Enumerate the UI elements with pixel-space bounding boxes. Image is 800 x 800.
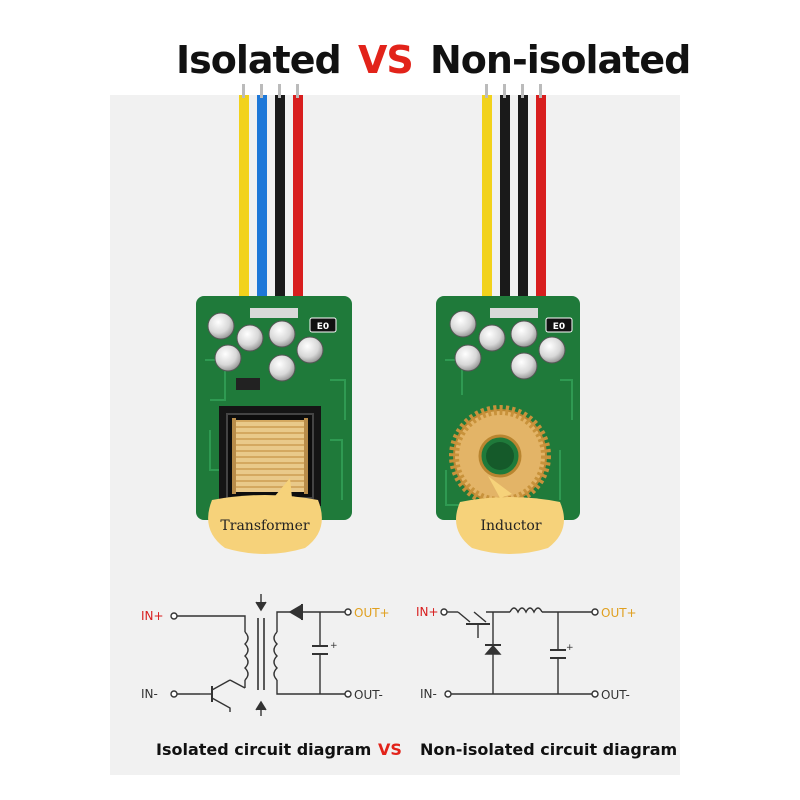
inductor-coil	[509, 607, 543, 614]
out-minus-label: OUT-	[354, 688, 383, 702]
out-plus-label: OUT+	[601, 606, 637, 620]
non-isolated-module: E0 Inductor	[436, 84, 580, 554]
isolated-title: Isolated	[176, 38, 342, 82]
board-marking: E0	[317, 322, 329, 332]
board-marking: E0	[553, 322, 565, 332]
out-minus-label: OUT-	[601, 688, 630, 702]
isolated-schematic: IN+ IN-	[141, 594, 390, 716]
isolated-caption: Isolated circuit diagram	[156, 740, 372, 759]
board-marking-badge	[309, 317, 337, 333]
board-marking-badge	[545, 317, 573, 333]
toroid-inductor-icon	[449, 405, 551, 507]
wire-bundle-icon	[482, 84, 546, 313]
non-isolated-caption: Non-isolated circuit diagram	[420, 740, 678, 759]
diode-icon	[288, 603, 303, 621]
non-isolated-title: Non-isolated	[430, 38, 691, 82]
non-isolated-schematic: IN+ IN- +	[416, 605, 637, 702]
wire-black-2	[518, 95, 528, 313]
wire-yellow	[482, 95, 492, 313]
in-minus-label: IN-	[141, 687, 158, 701]
caption-vs: VS	[378, 740, 402, 759]
transistor-icon	[200, 679, 246, 712]
component-label-bubble: Transformer	[208, 478, 322, 554]
wire-black	[500, 95, 510, 313]
in-plus-label: IN+	[416, 605, 439, 619]
wire-black	[275, 95, 285, 313]
component-label-bubble: Inductor	[456, 476, 564, 554]
svg-text:+: +	[330, 641, 338, 651]
isolated-module: E0 Transformer	[196, 84, 352, 554]
transformer-label: Transformer	[220, 518, 309, 534]
wire-connector	[490, 308, 538, 318]
wire-red	[536, 95, 546, 313]
in-minus-label: IN-	[420, 687, 437, 701]
wire-yellow	[239, 95, 249, 313]
inductor-label: Inductor	[480, 518, 541, 534]
in-plus-label: IN+	[141, 609, 164, 623]
capacitor-icon	[207, 312, 324, 382]
capacitor-icon	[449, 310, 566, 380]
vs-title: VS	[358, 38, 414, 82]
svg-text:+: +	[566, 643, 574, 653]
transformer-icon	[219, 406, 321, 506]
wire-bundle-icon	[239, 84, 303, 313]
ic-chip	[236, 378, 260, 390]
wire-red	[293, 95, 303, 313]
wire-connector	[250, 308, 298, 318]
transistor-icon	[457, 611, 490, 638]
wire-blue	[257, 95, 267, 313]
out-plus-label: OUT+	[354, 606, 390, 620]
